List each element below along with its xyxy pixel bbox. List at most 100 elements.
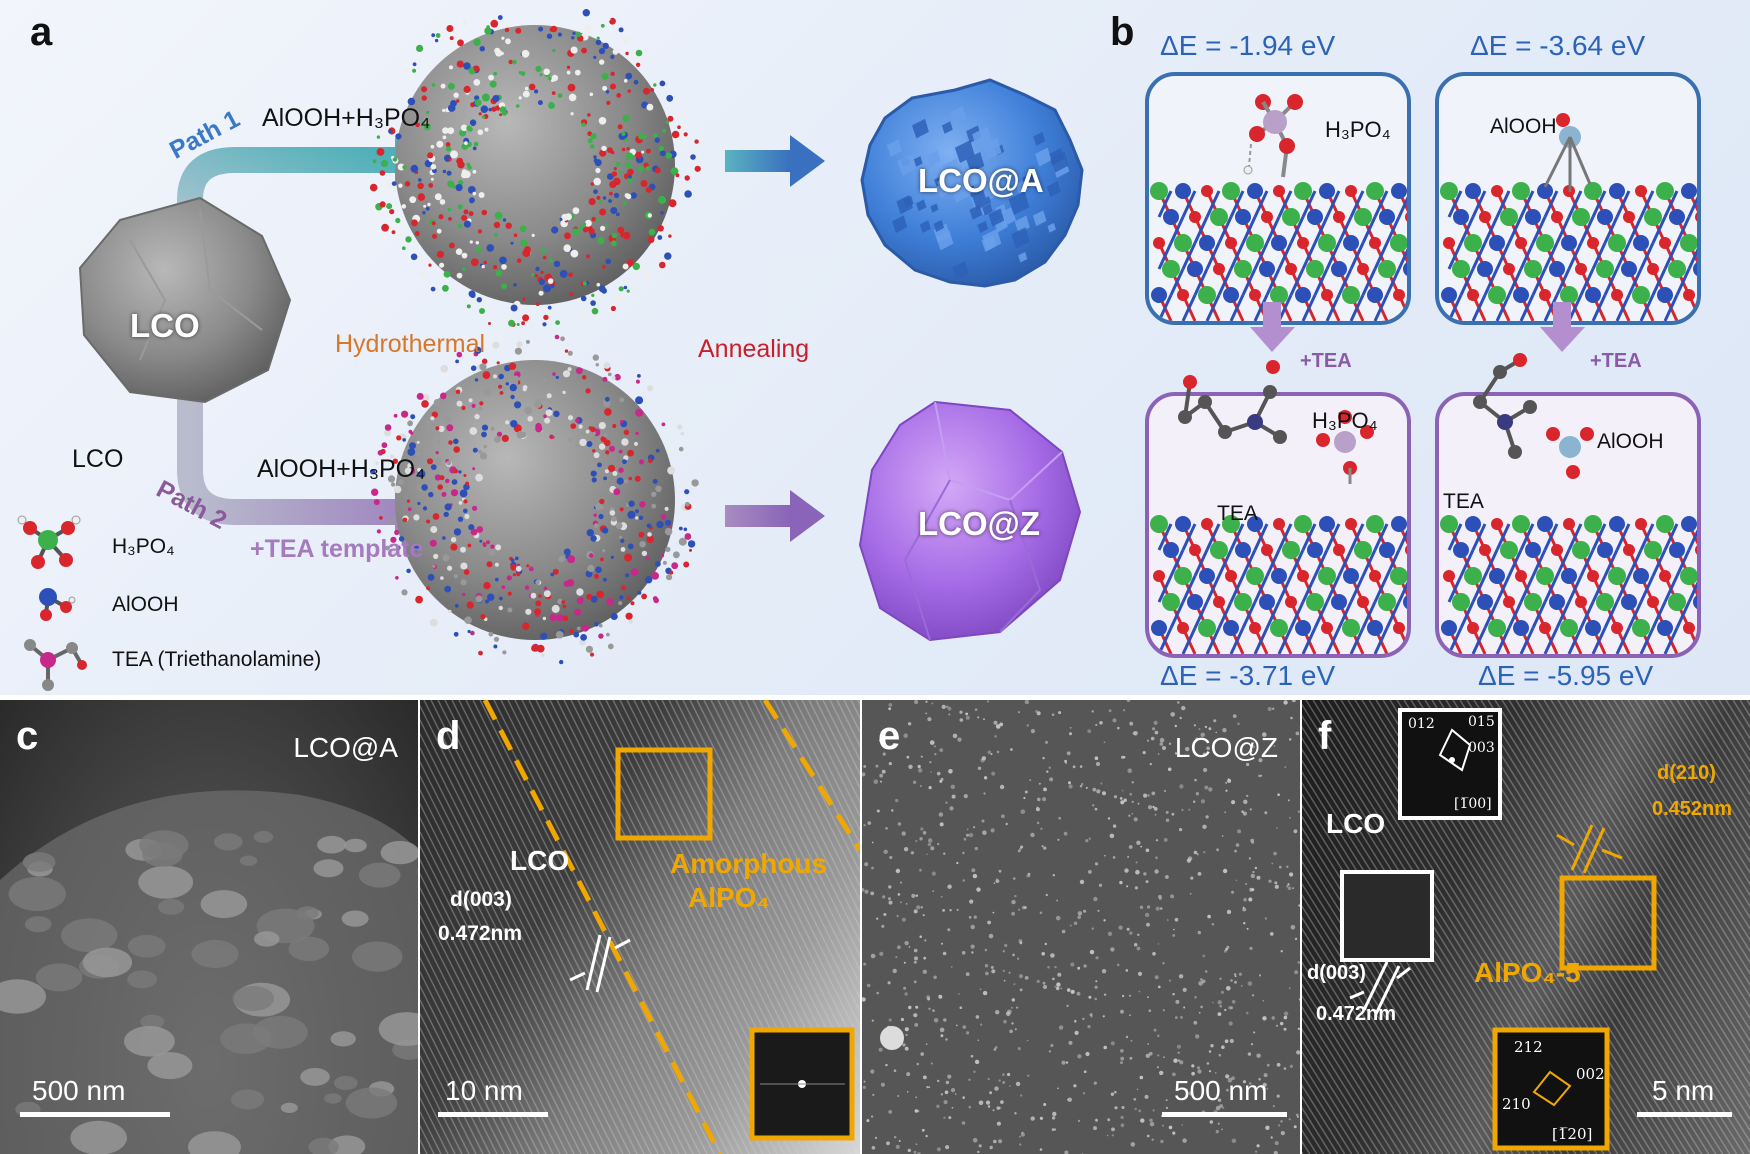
- reagent-label-bottom: AlOOH+H₃PO₄: [257, 455, 426, 483]
- inset-top-index-003: 003: [1468, 740, 1495, 756]
- energy-bottom-left: ΔE = -3.71 eV: [1160, 660, 1336, 691]
- panel-f-alpo-label: AlPO₄-5: [1474, 957, 1581, 988]
- energy-bottom-right: ΔE = -5.95 eV: [1478, 660, 1654, 691]
- panel-d-tem-image: d LCO Amorphous AlPO₄ d(003) 0.472nm 10 …: [420, 700, 860, 1154]
- panel-f-d-top-value: 0.452nm: [1652, 798, 1733, 820]
- path1-arrow: [177, 147, 395, 250]
- panel-label-e: e: [878, 714, 901, 758]
- panel-f-scale-text: 5 nm: [1652, 1075, 1715, 1106]
- inset-top-index-015: 015: [1468, 714, 1495, 730]
- alooh-molecule-icon: [39, 588, 76, 621]
- d-spacing-line-2: [595, 936, 612, 993]
- panel-f-d-top: d(210): [1657, 762, 1716, 784]
- panel-e-sem-image: e LCO@Z 500 nm: [862, 700, 1300, 1154]
- panel-label-b: b: [1110, 10, 1135, 54]
- label-tea-bl: TEA: [1217, 502, 1258, 525]
- tem-lattice-fringes: [420, 700, 860, 1154]
- panel-label-d: d: [436, 714, 461, 758]
- lco-particle-label: LCO: [130, 307, 200, 344]
- inset-top-index-012: 012: [1408, 716, 1435, 732]
- panel-d-d-value: 0.472nm: [438, 922, 523, 945]
- tea-arrow-right: [1540, 302, 1585, 352]
- panel-c-sample-label: LCO@A: [293, 732, 398, 763]
- sem-dot-texture: [862, 700, 1300, 1154]
- legend-tea: TEA (Triethanolamine): [112, 648, 322, 671]
- interface-line-left: [482, 700, 723, 1154]
- plus-tea-right: +TEA: [1590, 350, 1642, 372]
- lco-surface-lattice: [1150, 182, 1407, 321]
- panel-d-scale-bar: [438, 1112, 548, 1117]
- inset-top-zone-axis: [1̅00]: [1454, 796, 1492, 812]
- panel-a-diagram: [17, 6, 1084, 691]
- label-tea-br: TEA: [1443, 490, 1484, 513]
- tea-adsorbate-icon-left: [1178, 360, 1287, 444]
- path2-arrow: [177, 380, 395, 525]
- energy-top-right: ΔE = -3.64 eV: [1470, 30, 1646, 61]
- panel-d-scale-text: 10 nm: [445, 1075, 523, 1106]
- tea-arrow-left: [1250, 302, 1295, 352]
- lco-surface-lattice: [1150, 515, 1407, 654]
- hydrothermal-coated-particle-top: [369, 6, 701, 327]
- d-spacing-line-1: [585, 934, 602, 991]
- fft-region-alpo: [1559, 875, 1657, 971]
- interface-line-right: [762, 700, 860, 852]
- lco-at-a-label: LCO@A: [918, 162, 1044, 199]
- legend-h3po4: H₃PO₄: [112, 535, 175, 558]
- inset-bottom-index-002: 002: [1576, 1065, 1605, 1083]
- energy-top-left: ΔE = -1.94 eV: [1160, 30, 1336, 61]
- panel-d-d-spacing: d(003): [450, 888, 512, 911]
- panel-f-d-bottom: d(003): [1307, 962, 1366, 984]
- fft-region-box: [615, 747, 713, 841]
- panel-c-scale-text: 500 nm: [32, 1075, 126, 1106]
- panel-label-a: a: [30, 10, 53, 54]
- panel-label-c: c: [16, 714, 39, 758]
- h3po4-molecule-icon: [17, 515, 81, 569]
- annealing-label: Annealing: [698, 335, 810, 363]
- tea-template-label: +TEA template: [250, 535, 424, 563]
- h3po4-adsorbate-icon-tea: [1316, 410, 1374, 484]
- inset-bottom-zone-axis: [1̅20]: [1552, 1125, 1593, 1143]
- h3po4-adsorbate-icon: [1243, 94, 1303, 178]
- alooh-adsorbate-icon-tea: [1546, 427, 1594, 479]
- panel-f-scale-bar: [1637, 1112, 1732, 1117]
- fft-inset-lco: [1398, 708, 1502, 820]
- lco-at-z-particle: [858, 400, 1082, 642]
- dft-box-alooh: [1435, 72, 1701, 325]
- amorphous-label-line1: Amorphous: [670, 848, 828, 879]
- panel-b-adsorbates: [1178, 94, 1594, 484]
- amorphous-label-line2: AlPO₄: [688, 882, 770, 913]
- panel-e-sample-label: LCO@Z: [1174, 732, 1278, 763]
- label-h3po4-bl: H₃PO₄: [1312, 408, 1378, 433]
- lco-particle: [78, 196, 292, 404]
- lco-surface-lattice: [1440, 182, 1697, 321]
- sem-texture: [0, 790, 418, 1154]
- inset-bottom-index-210: 210: [1502, 1095, 1531, 1113]
- lco-surface-lattice: [1440, 515, 1697, 654]
- lco-at-z-label: LCO@Z: [918, 505, 1040, 542]
- plus-tea-left: +TEA: [1300, 350, 1352, 372]
- panel-f-d-bottom-value: 0.472nm: [1316, 1003, 1397, 1025]
- panel-label-f: f: [1318, 714, 1332, 758]
- tea-molecule-icon: [24, 639, 87, 691]
- label-alooh-tr: AlOOH: [1490, 115, 1557, 138]
- panel-e-scale-bar: [1162, 1112, 1287, 1117]
- tea-adsorbate-icon-right: [1473, 353, 1537, 459]
- annealing-arrow-bottom: [725, 505, 790, 527]
- label-h3po4-tl: H₃PO₄: [1325, 117, 1391, 142]
- reagent-label-top: AlOOH+H₃PO₄: [262, 104, 431, 132]
- panel-c-sem-image: c LCO@A 500 nm: [0, 700, 418, 1154]
- hydrothermal-coated-particle-bottom: [370, 334, 699, 665]
- fft-region-lco: [1340, 870, 1434, 962]
- panel-d-lco-label: LCO: [510, 845, 570, 876]
- panel-f-hrtem-image: f LCO d(210) 0.452nm d(003) 0.472nm AlPO…: [1302, 700, 1750, 1154]
- annealing-arrow-top: [725, 150, 790, 172]
- panel-c-scale-bar: [20, 1112, 170, 1117]
- hydrothermal-label: Hydrothermal: [335, 330, 486, 358]
- panel-e-scale-text: 500 nm: [1174, 1075, 1268, 1106]
- hrtem-lattice: [1302, 700, 1750, 1154]
- inset-bottom-index-212: 212: [1514, 1038, 1543, 1056]
- alooh-adsorbate-icon: [1543, 113, 1592, 192]
- panel-f-lco-label: LCO: [1326, 808, 1386, 839]
- lco-caption: LCO: [72, 445, 124, 473]
- legend-alooh: AlOOH: [112, 593, 179, 616]
